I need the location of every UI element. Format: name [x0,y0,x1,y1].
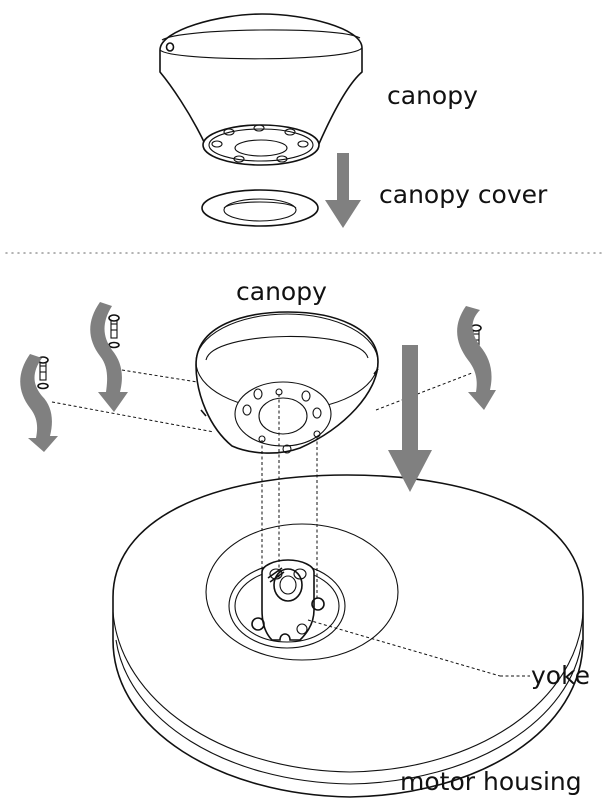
screw-icon [108,314,120,349]
canopy-open [195,311,379,454]
top-canopy [159,13,363,166]
guide-lines [51,369,530,677]
canopy-label-top: canopy [387,81,478,110]
motor-housing-label: motor housing [400,767,582,796]
canopy-cover-label: canopy cover [379,180,548,209]
curved-arrow-icon [457,306,496,410]
canopy-cover-ring [201,189,319,227]
yoke-label: yoke [531,661,590,690]
down-arrow-icon [388,345,432,492]
curved-arrow-icon [90,302,128,412]
motor-housing [112,474,584,798]
canopy-label-bottom: canopy [236,277,327,306]
down-arrow-icon [325,153,361,228]
curved-arrow-icon [20,354,58,452]
